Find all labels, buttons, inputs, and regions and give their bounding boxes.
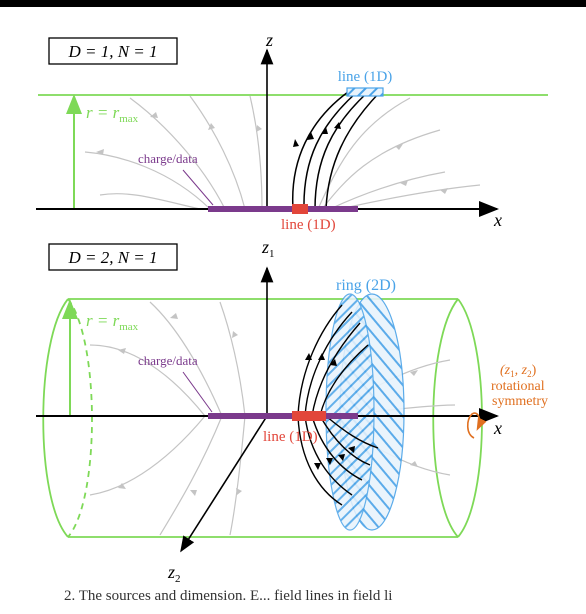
panel-2-z1-label: z1 xyxy=(261,237,275,260)
symmetry-label-line-1: (z1, z2) xyxy=(500,363,537,379)
panel-1-radius-label: r = rmax xyxy=(86,103,139,125)
panel-2-cylinder-left-back xyxy=(67,298,93,538)
panel-2-black-field-lines xyxy=(297,304,379,506)
top-rule xyxy=(0,0,586,7)
panel-2-label-box xyxy=(48,243,178,271)
symmetry-label-line-3: symmetry xyxy=(492,394,548,409)
panel-1-gray-arrowheads xyxy=(96,112,448,194)
panel-1-label-box xyxy=(48,37,178,65)
panel-1-label: D = 1, N = 1 xyxy=(67,42,157,61)
figure-caption: 2. The sources and dimension. E... field… xyxy=(64,588,393,604)
panel-2-z2-axis xyxy=(180,415,268,553)
panel-2-gray-arrowheads xyxy=(118,313,418,496)
panel-1-x-label: x xyxy=(493,210,502,230)
panel-1-black-field-lines xyxy=(291,91,381,210)
panel-2-source-segment xyxy=(292,411,326,421)
panel-2-charge-bar xyxy=(208,413,358,419)
symmetry-label-line-2: rotational xyxy=(491,379,545,394)
panel-1: D = 1, N = 1 r = rmax xyxy=(36,30,548,233)
panel-2-label: D = 2, N = 1 xyxy=(67,248,157,267)
panel-2-source-label: line (1D) xyxy=(263,429,318,445)
panel-2-charge-pointer xyxy=(182,371,213,413)
panel-1-charge-bar xyxy=(208,206,358,212)
rotation-arrow-icon xyxy=(466,412,487,439)
panel-2-charge-label: charge/data xyxy=(138,353,198,368)
panel-1-source-label: line (1D) xyxy=(281,217,336,233)
panel-2-radius-label: r = rmax xyxy=(86,311,139,333)
panel-2-black-arrowheads xyxy=(305,353,355,470)
panel-1-charge-pointer xyxy=(182,169,214,206)
panel-2-z2-label: z2 xyxy=(167,562,181,585)
panel-1-target-line xyxy=(346,87,384,97)
panel-1-black-arrowheads xyxy=(293,122,341,147)
panel-1-source-segment xyxy=(292,204,308,214)
panel-2-x-label: x xyxy=(493,418,502,438)
panel-1-gray-field-lines xyxy=(84,95,481,210)
panel-1-target-label: line (1D) xyxy=(338,69,393,85)
panel-1-z-label: z xyxy=(265,30,273,50)
panel-1-charge-label: charge/data xyxy=(138,151,198,166)
panel-2-ring-label: ring (2D) xyxy=(336,277,396,294)
panel-2-ring-front xyxy=(325,293,375,531)
panel-2: D = 2, N = 1 r = rmax xyxy=(36,237,548,585)
panel-2-cylinder-left-front xyxy=(42,298,69,538)
panel-2-cylinder-right-back xyxy=(432,298,459,538)
